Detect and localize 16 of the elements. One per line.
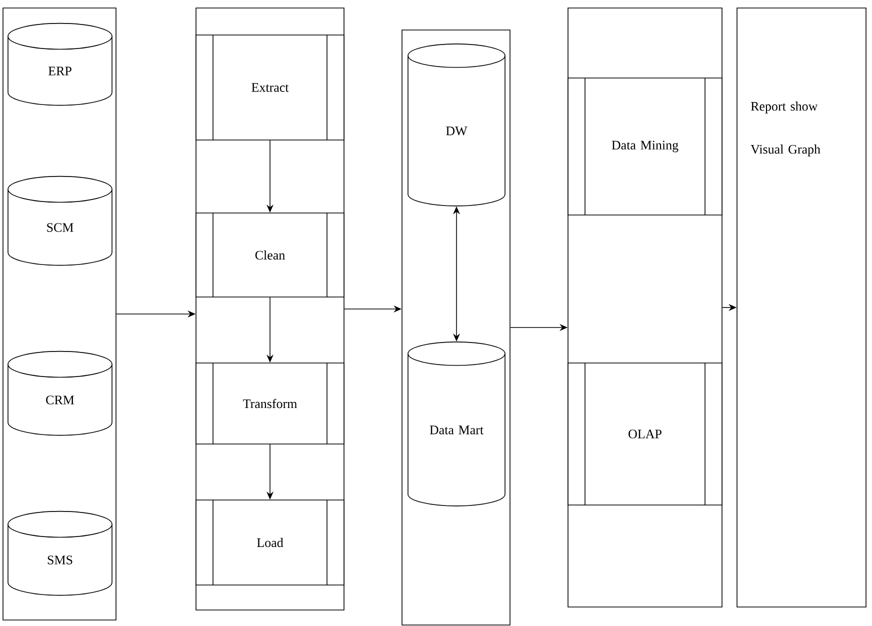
process-box: OLAP bbox=[568, 362, 722, 506]
output-text: Report show Visual Graph bbox=[750, 102, 820, 156]
database-cylinder: SMS bbox=[8, 510, 112, 596]
process-box: Load bbox=[196, 500, 344, 586]
column-box bbox=[402, 30, 510, 626]
database-cylinder: CRM bbox=[8, 350, 112, 436]
output-panel bbox=[736, 8, 866, 608]
column-box bbox=[2, 8, 116, 620]
database-cylinder: Data Mart bbox=[408, 342, 506, 506]
database-cylinder: ERP bbox=[8, 22, 112, 106]
process-box: Transform bbox=[196, 362, 344, 444]
process-box: Extract bbox=[196, 34, 344, 140]
process-box: Data Mining bbox=[568, 78, 722, 216]
process-box: Clean bbox=[196, 212, 344, 298]
database-cylinder: DW bbox=[408, 44, 506, 206]
database-cylinder: SCM bbox=[8, 176, 112, 266]
